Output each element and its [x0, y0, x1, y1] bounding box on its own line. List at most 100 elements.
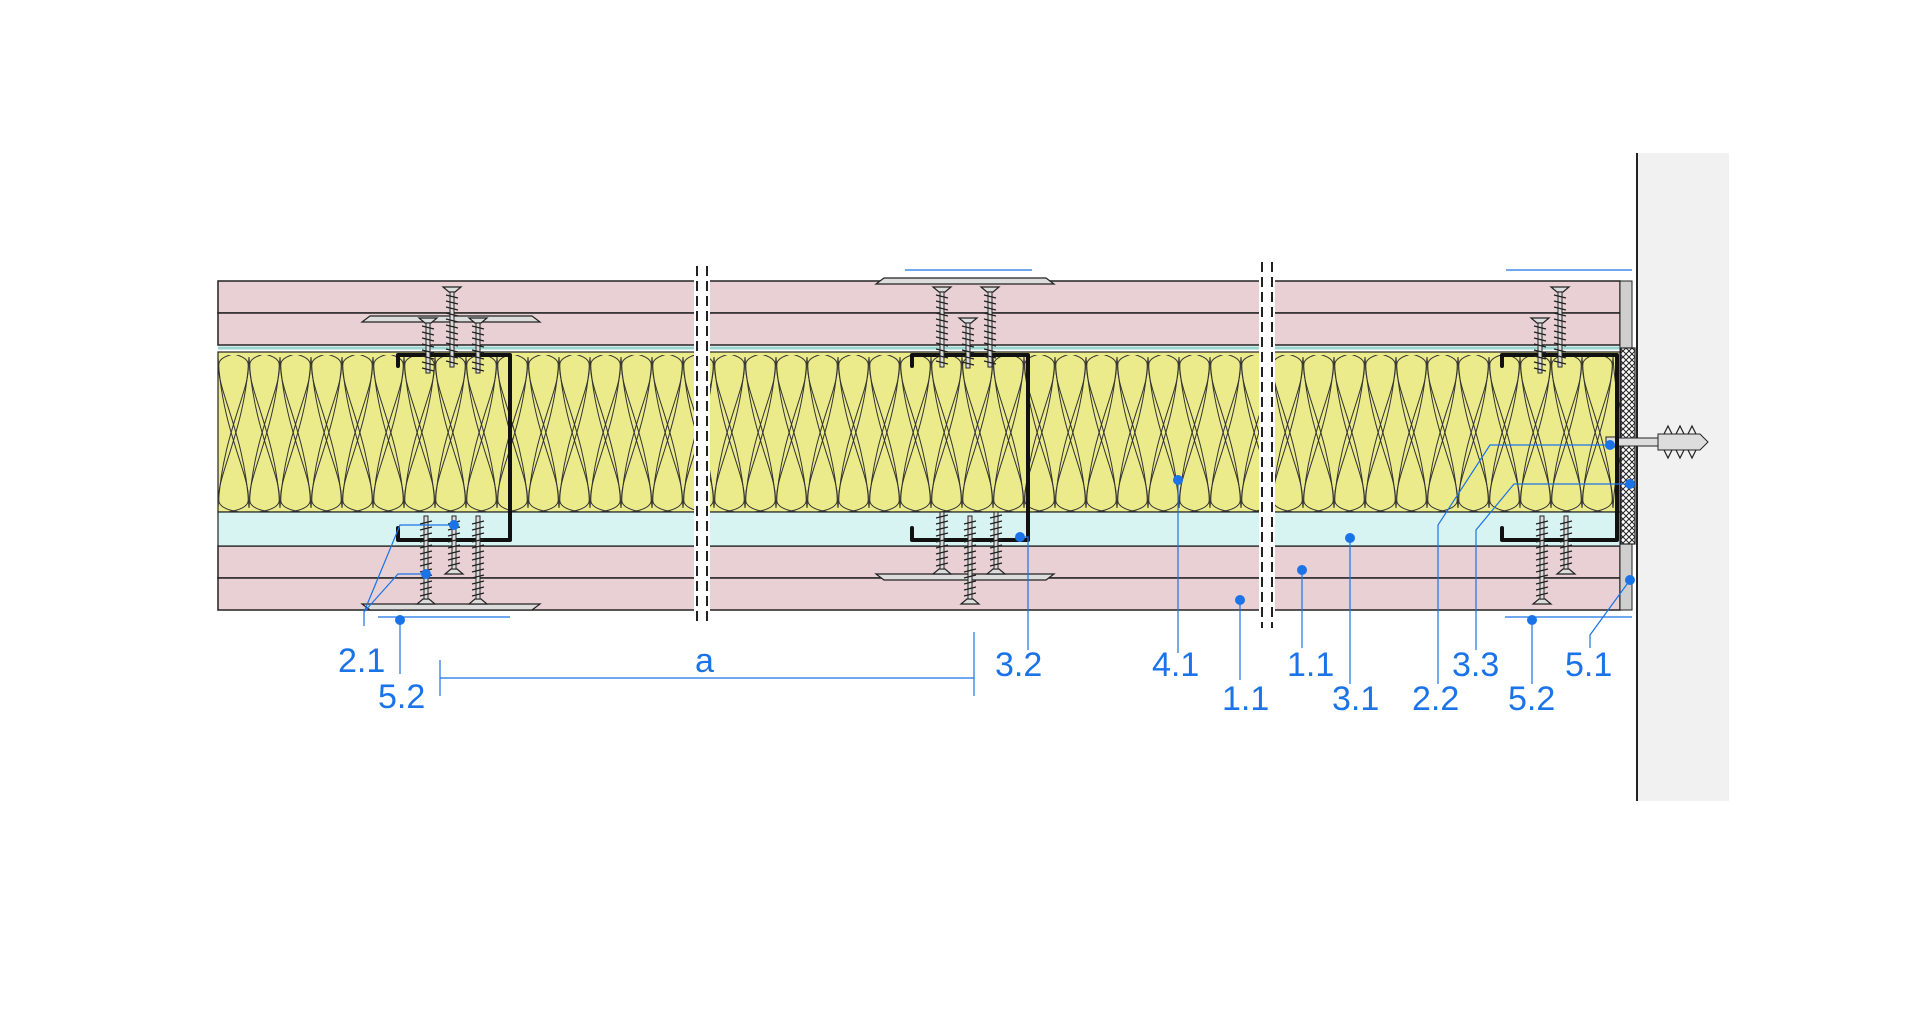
- drywall-screw-icon: [443, 515, 465, 575]
- insulation-loop: [931, 355, 993, 509]
- insulation-loop: [869, 355, 931, 509]
- drywall-screw-icon: [467, 317, 489, 374]
- insulation-loop: [838, 355, 900, 509]
- insulation-loop: [1024, 356, 1086, 512]
- insulation-loop: [1334, 356, 1396, 512]
- drywall-screw-icon: [467, 515, 489, 605]
- insulation-loop: [1055, 356, 1117, 512]
- insulation-loop: [1551, 355, 1613, 509]
- insulation-loop: [559, 355, 621, 509]
- insulation-loop: [218, 356, 280, 512]
- insulation-loop: [993, 356, 1055, 512]
- insulation-loop: [590, 355, 652, 509]
- insulation-loop: [466, 356, 528, 512]
- c-stud-profile-3: [1500, 353, 1619, 542]
- insulation-loop: [869, 356, 931, 512]
- insulation-loop: [1303, 355, 1365, 509]
- insulation-loop: [218, 355, 249, 509]
- insulation-loop: [1365, 355, 1427, 509]
- insulation-loop: [590, 356, 652, 512]
- c-stud-profile-2: [910, 353, 1030, 542]
- insulation-loop: [1396, 355, 1458, 509]
- insulation-loop: [1179, 356, 1241, 512]
- insulation-loop: [1210, 356, 1272, 512]
- label-2-1: 2.1: [338, 642, 385, 680]
- insulation-loop: [404, 356, 466, 512]
- leader-5-1: [1589, 579, 1631, 648]
- insulation-loop: [1241, 355, 1303, 509]
- insulation-loop: [1458, 356, 1520, 512]
- insulation-loop: [249, 356, 311, 512]
- insulation-loop: [776, 356, 838, 512]
- insulation-loop: [1086, 355, 1148, 509]
- insulation-loop: [218, 356, 249, 512]
- leader-2-1b: [363, 573, 426, 613]
- label-1-1-top: 1.1: [1287, 646, 1334, 684]
- insulation-loop: [218, 355, 280, 509]
- insulation-loop: [1272, 355, 1334, 509]
- insulation-loop: [714, 356, 776, 512]
- drywall-screws: [415, 286, 1577, 605]
- c-stud-profile-1: [396, 353, 512, 542]
- insulation-loop: [249, 355, 311, 509]
- insulation-loop: [1024, 355, 1086, 509]
- drywall-screw-icon: [931, 511, 953, 575]
- insulation-loop: [1179, 355, 1241, 509]
- insulation-loop: [1303, 356, 1365, 512]
- insulation-loop: [1551, 356, 1613, 512]
- insulation-loop: [900, 356, 962, 512]
- insulation-loop: [1272, 356, 1334, 512]
- dimension-a: [439, 632, 975, 696]
- insulation-loop: [311, 356, 373, 512]
- insulation-loop: [776, 355, 838, 509]
- insulation-loop: [1148, 356, 1210, 512]
- insulation-loop: [1520, 356, 1582, 512]
- insulation-loop: [1086, 356, 1148, 512]
- insulation-loop: [435, 355, 497, 509]
- insulation-loop: [435, 356, 497, 512]
- leader-3-3: [1475, 483, 1630, 650]
- joint-plate-top-2: [874, 277, 1056, 285]
- insulation-loop: [1582, 356, 1620, 512]
- insulation-loop: [1210, 355, 1272, 509]
- drywall-screw-icon: [957, 317, 979, 369]
- label-a: a: [695, 642, 714, 680]
- label-5-2-left: 5.2: [378, 678, 425, 716]
- wall-anchor-icon: [1605, 424, 1709, 460]
- insulation-loop: [342, 356, 404, 512]
- leader-2-1: [363, 524, 454, 626]
- drywall-screw-icon: [985, 511, 1007, 575]
- joint-plate-bottom-1: [360, 603, 542, 611]
- leader-2-2: [1437, 444, 1610, 684]
- insulation-loop: [1427, 356, 1489, 512]
- insulation-loop: [1520, 355, 1582, 509]
- label-3-1: 3.1: [1332, 680, 1379, 718]
- insulation-loop: [1396, 356, 1458, 512]
- drywall-screw-icon: [959, 515, 981, 605]
- insulation-loop: [559, 356, 621, 512]
- insulation-loop: [1117, 356, 1179, 512]
- insulation-loop: [1582, 355, 1620, 509]
- insulation-loop: [1427, 355, 1489, 509]
- board-top-outer: [217, 280, 1621, 314]
- insulation-loop: [1458, 355, 1520, 509]
- insulation-loop: [1334, 355, 1396, 509]
- insulation-loop: [993, 355, 1055, 509]
- insulation-loop: [807, 355, 869, 509]
- insulation-hatch: [218, 355, 1620, 512]
- insulation-loop: [900, 355, 962, 509]
- drywall-screw-icon: [1549, 286, 1571, 368]
- insulation-loop: [714, 355, 776, 509]
- leader-dots: [395, 440, 1635, 625]
- drywall-screw-icon: [931, 286, 953, 368]
- drywall-screw-icon: [441, 286, 463, 368]
- label-2-2: 2.2: [1412, 680, 1459, 718]
- insulation-loop: [621, 356, 683, 512]
- insulation-loop: [1241, 356, 1303, 512]
- drywall-screw-icon: [417, 317, 439, 374]
- insulation-loop: [1055, 355, 1117, 509]
- insulation-loop: [745, 356, 807, 512]
- insulation-loop: [807, 356, 869, 512]
- label-3-3: 3.3: [1452, 646, 1499, 684]
